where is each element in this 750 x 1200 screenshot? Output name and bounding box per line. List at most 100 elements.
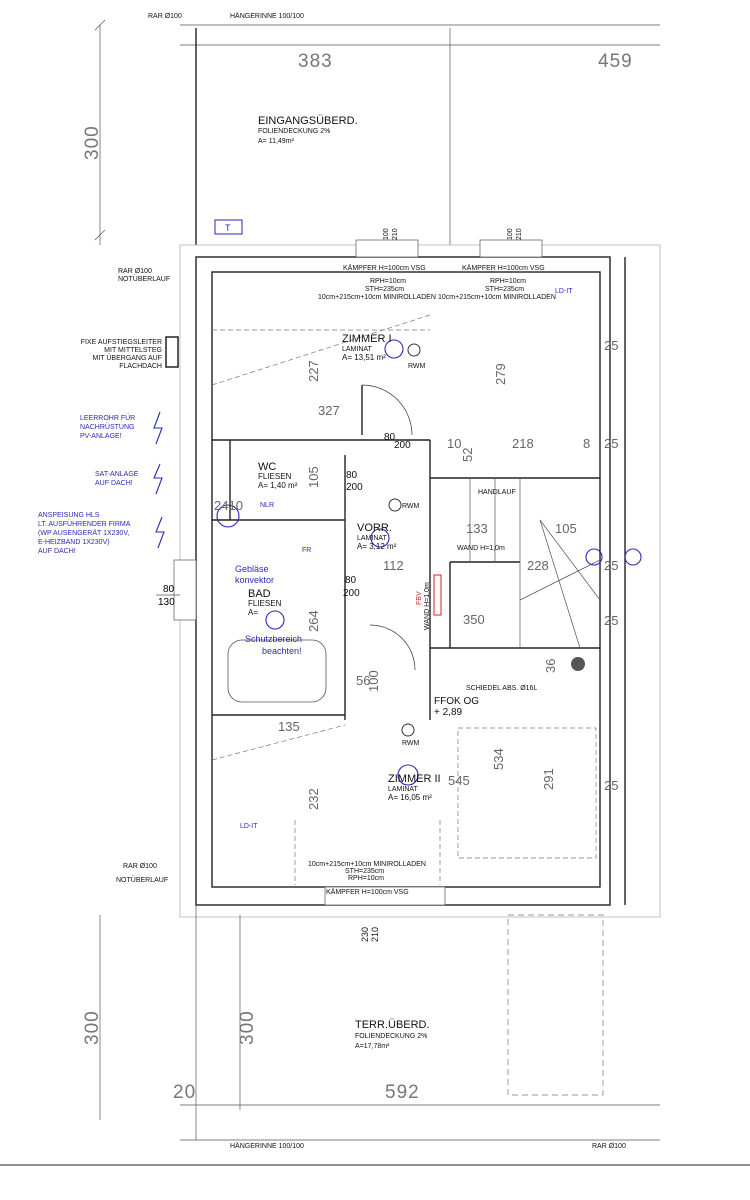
lightning-icon [153,411,163,445]
room-zimmer-1: ZIMMER I [342,333,392,345]
terrace-cover: FOLIENDECKUNG 2% [355,1033,427,1040]
rph-3: RPH=10cm [348,875,384,882]
dim: 227 [306,360,321,382]
dim: 264 [306,610,321,632]
pv-note: PV-ANLAGE! [80,433,122,440]
room-area: A= 16,05 m² [388,793,432,802]
ladder-note: FIXE AUFSTIEGSLEITER [81,339,162,346]
win-dim-80: 80 [163,584,175,595]
fr-label: FR [302,547,311,554]
dim-459: 459 [598,51,633,72]
dim: 228 [527,558,549,573]
room-floor: FLIESEN [258,472,292,481]
dim-300-bottom: 300 [82,1010,103,1045]
dim: 36 [543,659,558,673]
room-area: A= 3,12 m² [357,542,397,551]
dim-383: 383 [298,51,333,72]
wand-label: WAND H=1,0m [457,545,505,552]
win-dim: 210 [392,228,399,240]
dim: 135 [278,719,300,734]
ffok-label: FFOK OG [434,696,479,707]
dim-20: 20 [173,1082,196,1103]
ladder-note: MIT ÜBERGANG AUF [93,354,163,362]
sth-1: STH=235cm [365,286,404,293]
pv-note: LEERROHR FÜR [80,414,135,422]
nlr-label: NLR [260,502,274,509]
lightning-icon [155,516,165,549]
dim: 105 [306,466,321,488]
dim: 279 [493,363,508,385]
room-wc: WC [258,461,276,473]
dim: 10 [447,436,461,451]
konvektor-label: konvektor [235,575,274,585]
dim: 25 [604,436,618,451]
marker-t: T [225,223,231,233]
room-zimmer-2: ZIMMER II [388,773,441,785]
dim: 200 [394,440,411,451]
room-labels: ZIMMER I LAMINAT A= 13,51 m² WC FLIESEN … [248,333,441,802]
wand-label-vertical: WAND H=1,0m [424,582,431,630]
dim: 25 [604,613,618,628]
win-dim: 100 [507,228,514,240]
entrance-canopy: RAR Ø100 HÄNGERINNE 100/100 383 459 300 … [82,12,660,245]
pv-note: NACHRÜSTUNG [80,423,134,431]
fbv-label: FBV [416,591,423,605]
rph-2: RPH=10cm [490,278,526,285]
rar-note: RAR Ø100 [118,268,152,275]
canopy-cover: FOLIENDECKUNG 2% [258,128,330,135]
rwm-1: RWM [408,363,426,370]
dim: 25 [604,338,618,353]
terrace-canopy: TERR.ÜBERD. FOLIENDECKUNG 2% A=17,78m² 3… [82,905,660,1150]
win-dim: 210 [516,228,523,240]
dim: 210 [370,927,380,942]
handlauf: HANDLAUF [478,489,516,496]
dim: 100 [366,670,381,692]
sth-3: STH=235cm [345,868,384,875]
left-notes: RAR Ø100 NOTÜBERLAUF FIXE AUFSTIEGSLEITE… [38,268,180,884]
annotations: KÄMPFER H=100cm VSG KÄMPFER H=100cm VSG … [216,264,642,896]
room-area: A= 13,51 m² [342,353,386,362]
schiedel-label: SCHIEDEL ABS. Ø16L [466,685,537,692]
hls-note: LT. AUSFÜHRENDER FIRMA [38,520,131,528]
dim: 545 [448,773,470,788]
geblaese-label: Gebläse [235,564,269,574]
kaempfer-2: KÄMPFER H=100cm VSG [462,264,545,272]
sth-2: STH=235cm [485,286,524,293]
gutter-label: HÄNGERINNE 100/100 [230,12,304,20]
dim-300-bottom-inner: 300 [237,1010,258,1045]
dim: 200 [346,482,363,493]
hls-note: ANSPEISUNG HLS [38,512,100,519]
hls-note: AUF DACH! [38,548,76,555]
dim-300-top: 300 [82,125,103,160]
room-floor: LAMINAT [357,535,388,542]
canopy-title: EINGANGSÜBERD. [258,115,358,127]
light-icons [216,339,642,786]
walls [165,239,661,918]
rollladen-3: 10cm+215cm+10cm MINIROLLADEN [308,861,426,868]
win-dim-130: 130 [158,597,175,608]
dimensions: 227 279 327 218 8 25 25 25 25 25 10 52 8… [214,338,618,942]
rar-label-bottom: RAR Ø100 [592,1143,626,1150]
rollladen-1: 10cm+215cm+10cm MINIROLLADEN [318,294,436,301]
kaempfer-1: KÄMPFER H=100cm VSG [343,264,426,272]
room-floor: FLIESEN [248,599,282,608]
rollladen-2: 10cm+215cm+10cm MINIROLLADEN [438,294,556,301]
dim: 80 [346,470,358,481]
room-area: A= [248,608,258,617]
dim: 200 [343,588,360,599]
room-floor: LAMINAT [388,786,419,793]
room-bad: BAD [248,588,271,600]
schutz-label: Schutzbereich [245,634,302,644]
rar-label: RAR Ø100 [148,13,182,20]
ldit-2: LD-IT [240,823,258,830]
rwm-2: RWM [402,503,420,510]
lightning-icon [153,463,163,495]
room-vorr: VORR. [357,522,392,534]
dim: 350 [463,612,485,627]
dim: 2410 [214,498,243,513]
dim-592: 592 [385,1082,420,1103]
dim: 56 [356,673,370,688]
ladder-note: MIT MITTELSTEG [104,347,162,354]
rph-1: RPH=10cm [370,278,406,285]
